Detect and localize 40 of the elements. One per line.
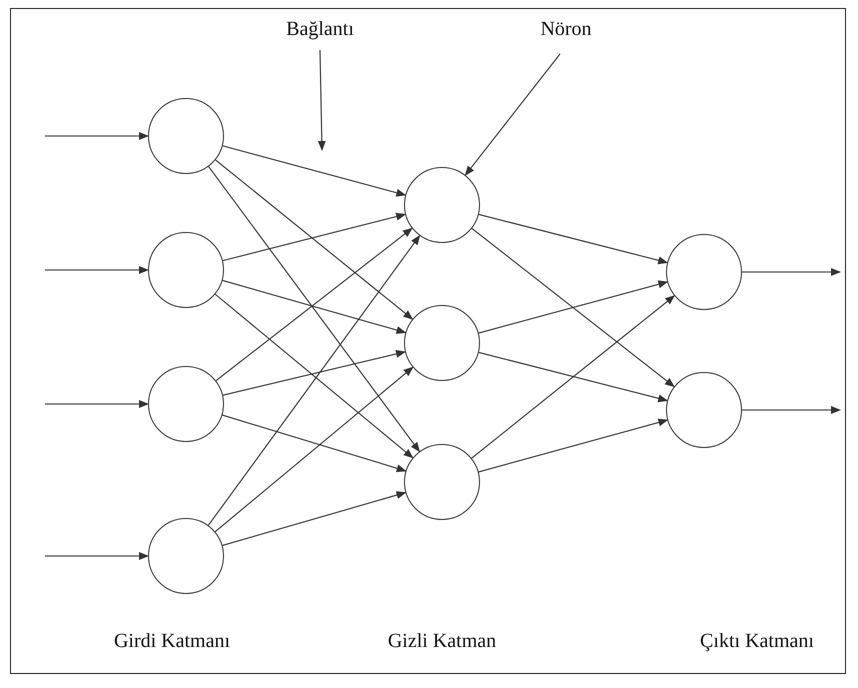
neuron-circle [148,98,224,174]
arrow [478,214,668,264]
arrow [208,234,420,526]
layer-label: Gizli Katman [388,630,496,653]
arrow [742,406,841,414]
arrow [472,228,675,388]
arrow [208,166,420,452]
neuron-circle [666,234,742,310]
layer-label: Çıktı Katmanı [700,630,814,653]
neuron-circle [148,366,224,442]
arrow [45,400,149,408]
arrow [45,552,149,560]
arrow [478,352,668,402]
arrow [214,294,414,458]
arrow [478,418,668,472]
neuron-circle [148,232,224,308]
neuron-circle [148,518,224,594]
arrow [222,414,407,472]
arrow [216,228,413,382]
arrow [471,295,676,459]
arrow [45,132,149,140]
neuron-circle [404,167,480,243]
leader-line [318,50,326,151]
neuron-circle [404,444,480,520]
arrow [215,159,414,320]
callout-text: Nöron [540,18,592,41]
layer-label: Girdi Katmanı [114,630,230,653]
arrow [222,145,406,197]
arrow [222,212,406,262]
callout-text: Bağlantı [286,18,354,41]
leader-line [464,54,560,176]
arrow [742,268,841,276]
arrow [222,350,406,396]
arrow [478,280,668,334]
neuron-circle [666,372,742,448]
arrow [222,491,406,546]
arrow [214,366,414,532]
arrow [45,266,149,274]
arrow [222,280,406,334]
neuron-circle [404,305,480,381]
